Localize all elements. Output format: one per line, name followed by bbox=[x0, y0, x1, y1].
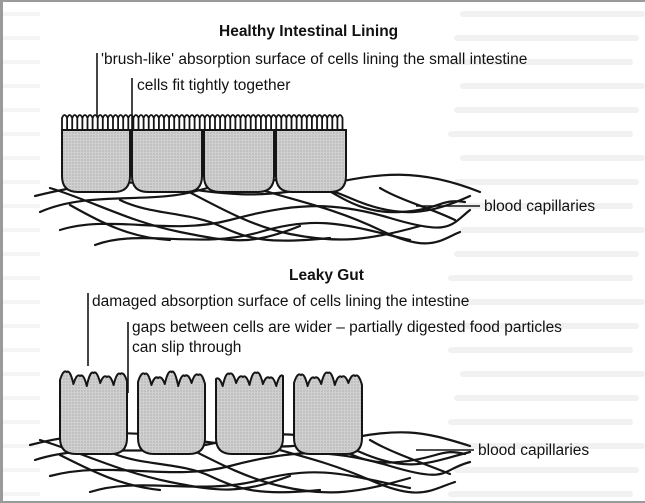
healthy-title: Healthy Intestinal Lining bbox=[219, 24, 398, 40]
healthy-cell bbox=[276, 130, 346, 192]
leaky-surface-label: damaged absorption surface of cells lini… bbox=[92, 294, 469, 310]
healthy-cell bbox=[204, 130, 274, 192]
leaky-title: Leaky Gut bbox=[289, 268, 364, 284]
leaky-capillaries-label: blood capillaries bbox=[478, 443, 589, 459]
healthy-capillaries-label: blood capillaries bbox=[484, 199, 595, 215]
healthy-cells-label: cells fit tightly together bbox=[137, 78, 290, 94]
leaky-cell bbox=[294, 372, 362, 454]
leaky-cell bbox=[138, 372, 205, 455]
healthy-surface-label: 'brush-like' absorption surface of cells… bbox=[101, 52, 527, 68]
healthy-cell bbox=[62, 130, 130, 192]
leaky-gaps-label-line2: can slip through bbox=[132, 340, 241, 356]
leaky-cell bbox=[60, 371, 127, 454]
healthy-cell bbox=[132, 130, 202, 192]
healthy-cells bbox=[62, 130, 346, 192]
leaky-gaps-label-line1: gaps between cells are wider – partially… bbox=[132, 320, 562, 336]
brush-border bbox=[62, 115, 343, 130]
leaky-cell bbox=[216, 372, 283, 454]
